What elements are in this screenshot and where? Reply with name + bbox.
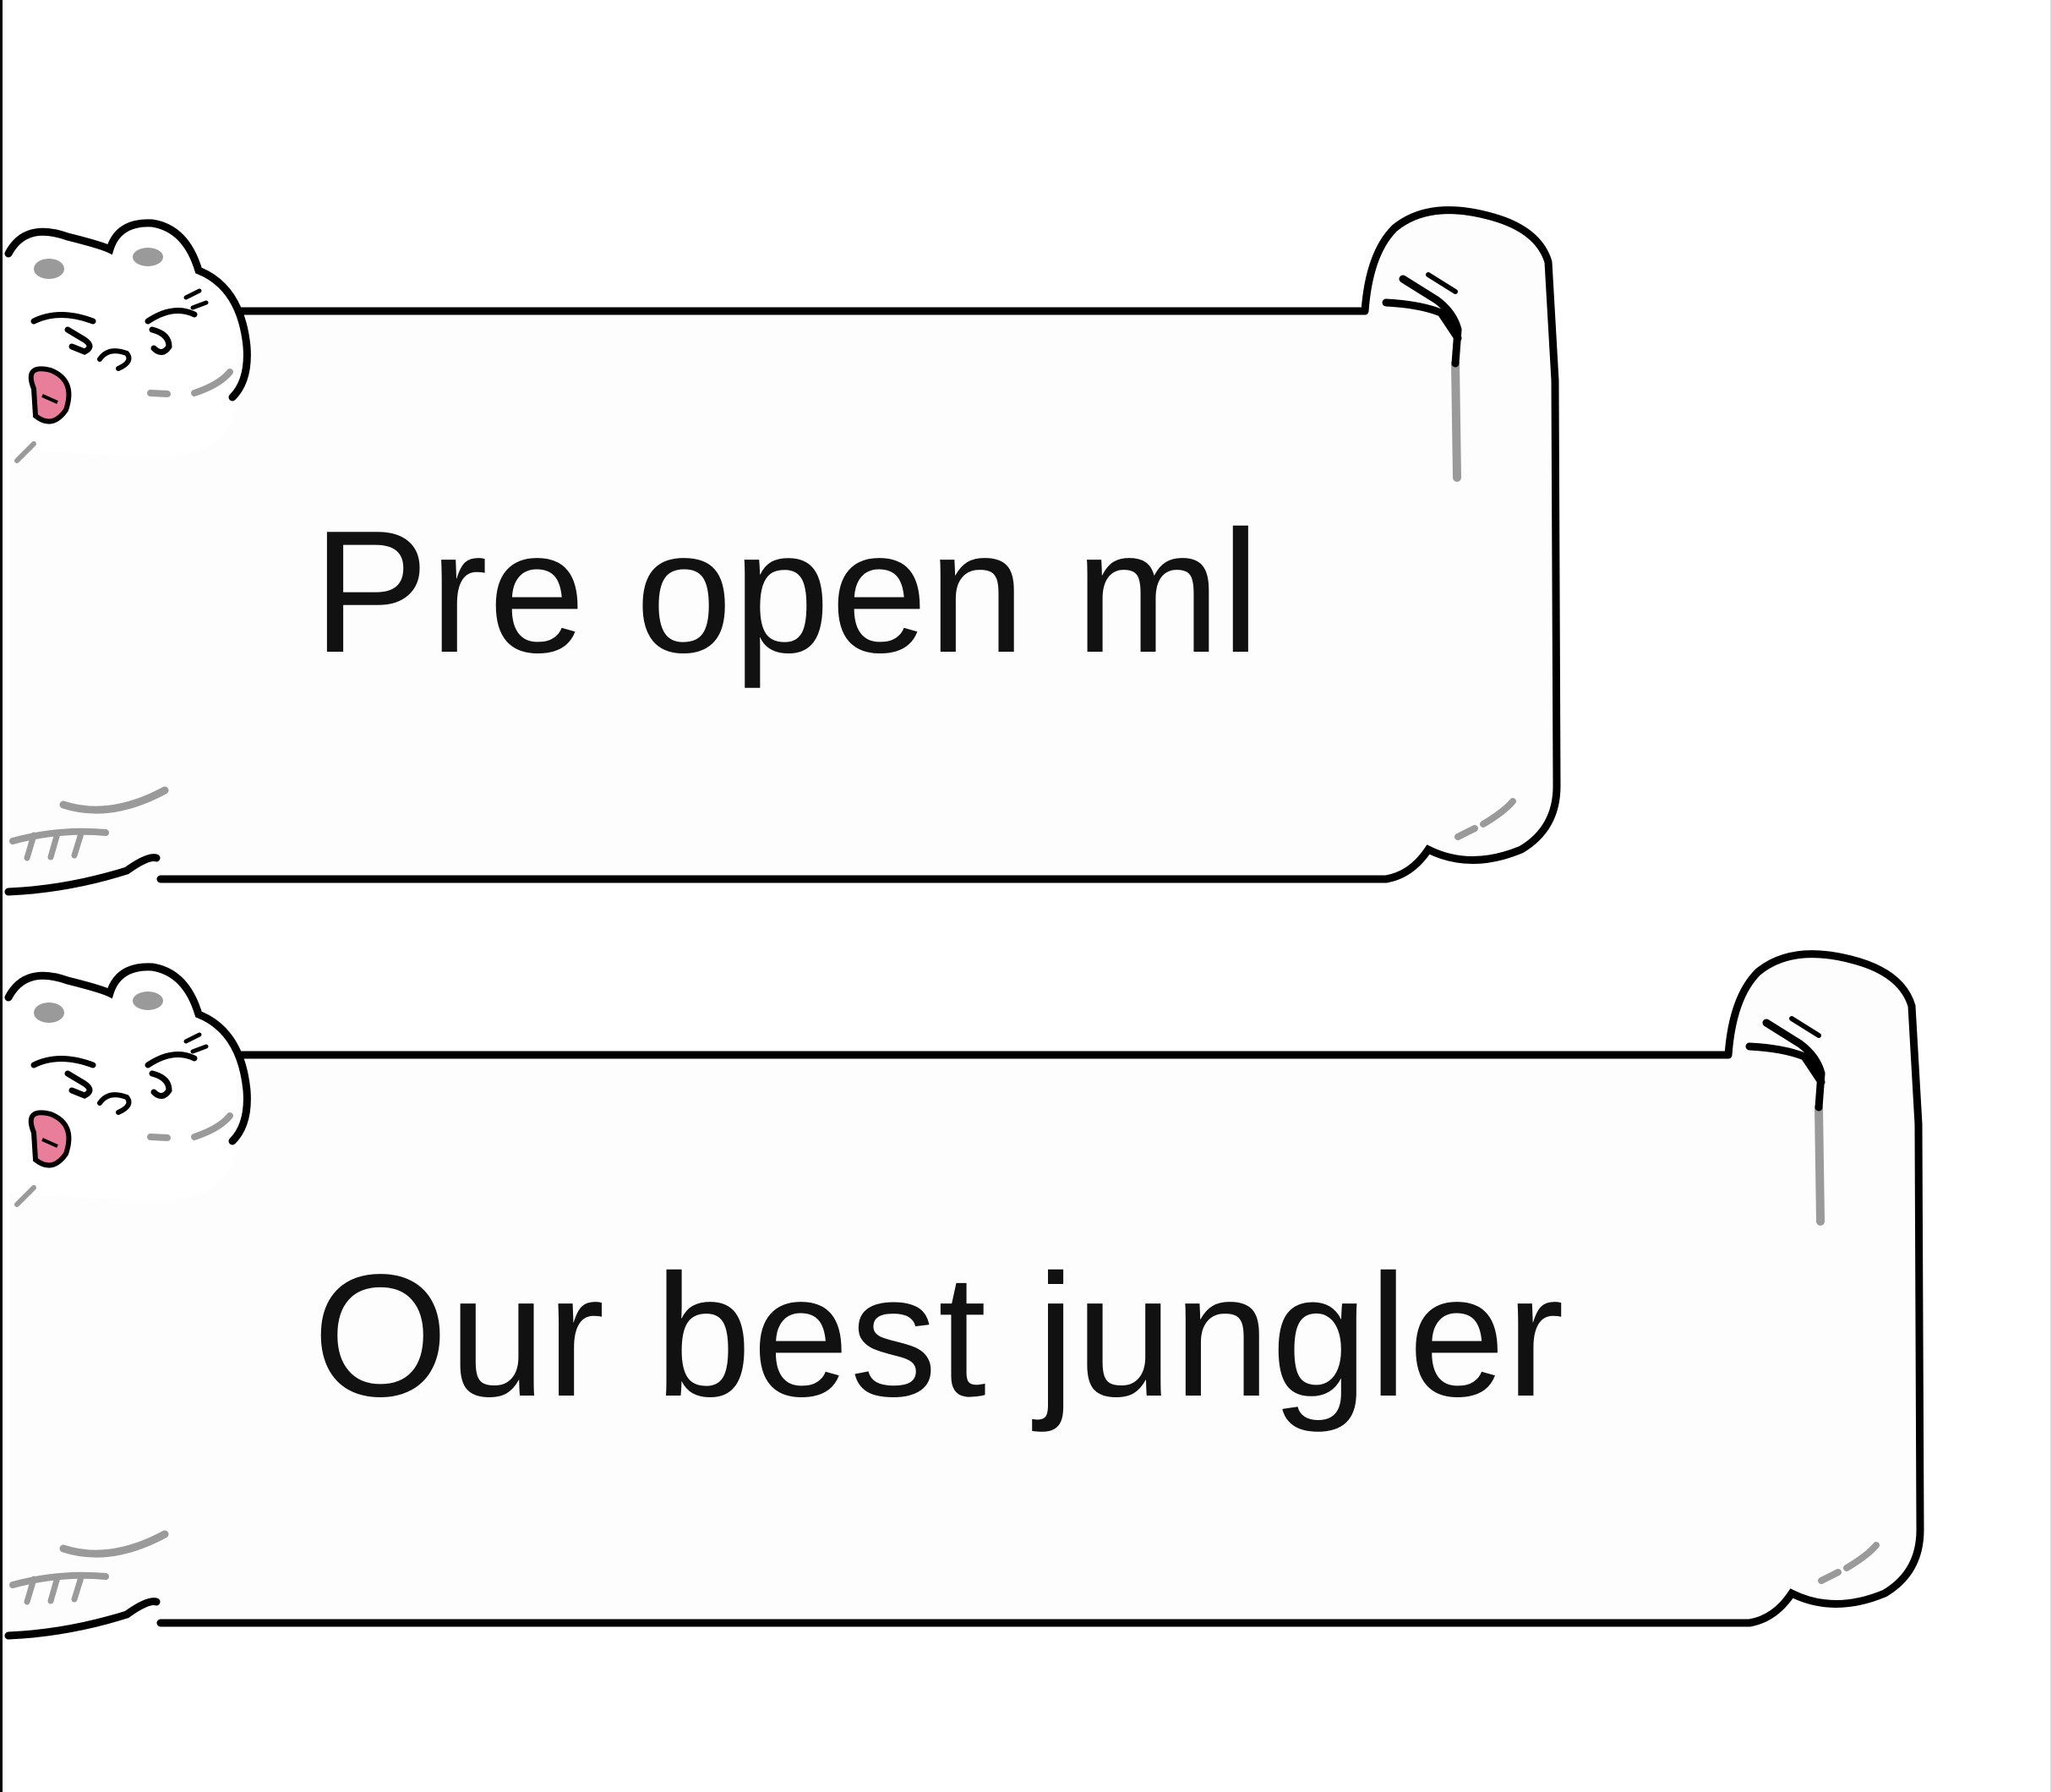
cat-paw-icon <box>4 1530 169 1640</box>
cat-arm-icon <box>1724 950 1923 1226</box>
cat-sticker-message-bubble[interactable]: Our best jungler <box>0 947 1935 1648</box>
cat-paw-icon <box>1745 1526 1924 1627</box>
cat-scroll-bubble-graphic <box>4 206 1561 896</box>
cat-head-icon <box>4 219 251 463</box>
right-edge-line <box>2050 0 2052 1792</box>
left-edge-line <box>0 0 3 1792</box>
cat-paw-icon <box>4 786 169 896</box>
cat-sticker-message-bubble[interactable]: Pre open ml <box>0 203 1572 904</box>
message-text: Our best jungler <box>313 1238 1565 1433</box>
cat-paw-icon <box>1382 782 1561 883</box>
message-text: Pre open ml <box>313 494 1261 689</box>
cat-scroll-bubble-graphic <box>4 950 1924 1640</box>
cat-head-icon <box>4 963 251 1207</box>
cat-arm-icon <box>1361 206 1559 482</box>
